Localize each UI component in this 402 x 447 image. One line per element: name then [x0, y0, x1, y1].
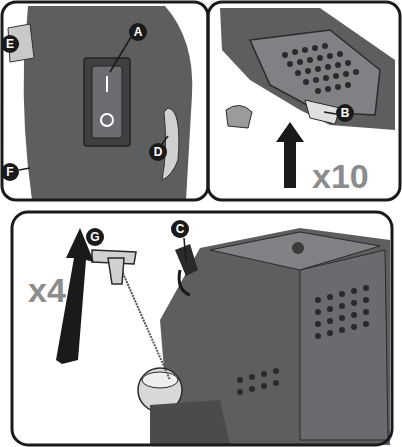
repeat-count: x4: [28, 272, 66, 308]
callout-letter: C: [171, 220, 189, 238]
callout-letter: D: [149, 143, 167, 161]
callout-letter: F: [1, 163, 19, 181]
repeat-count: x10: [312, 158, 369, 194]
callout-letter: E: [1, 35, 19, 53]
callout-letter: B: [336, 104, 354, 122]
callout-letter: G: [86, 228, 104, 246]
handle-panel: [2, 4, 207, 200]
primer-panel: [220, 8, 395, 188]
callout-letter: A: [129, 23, 147, 41]
engine-panel: [56, 228, 390, 445]
